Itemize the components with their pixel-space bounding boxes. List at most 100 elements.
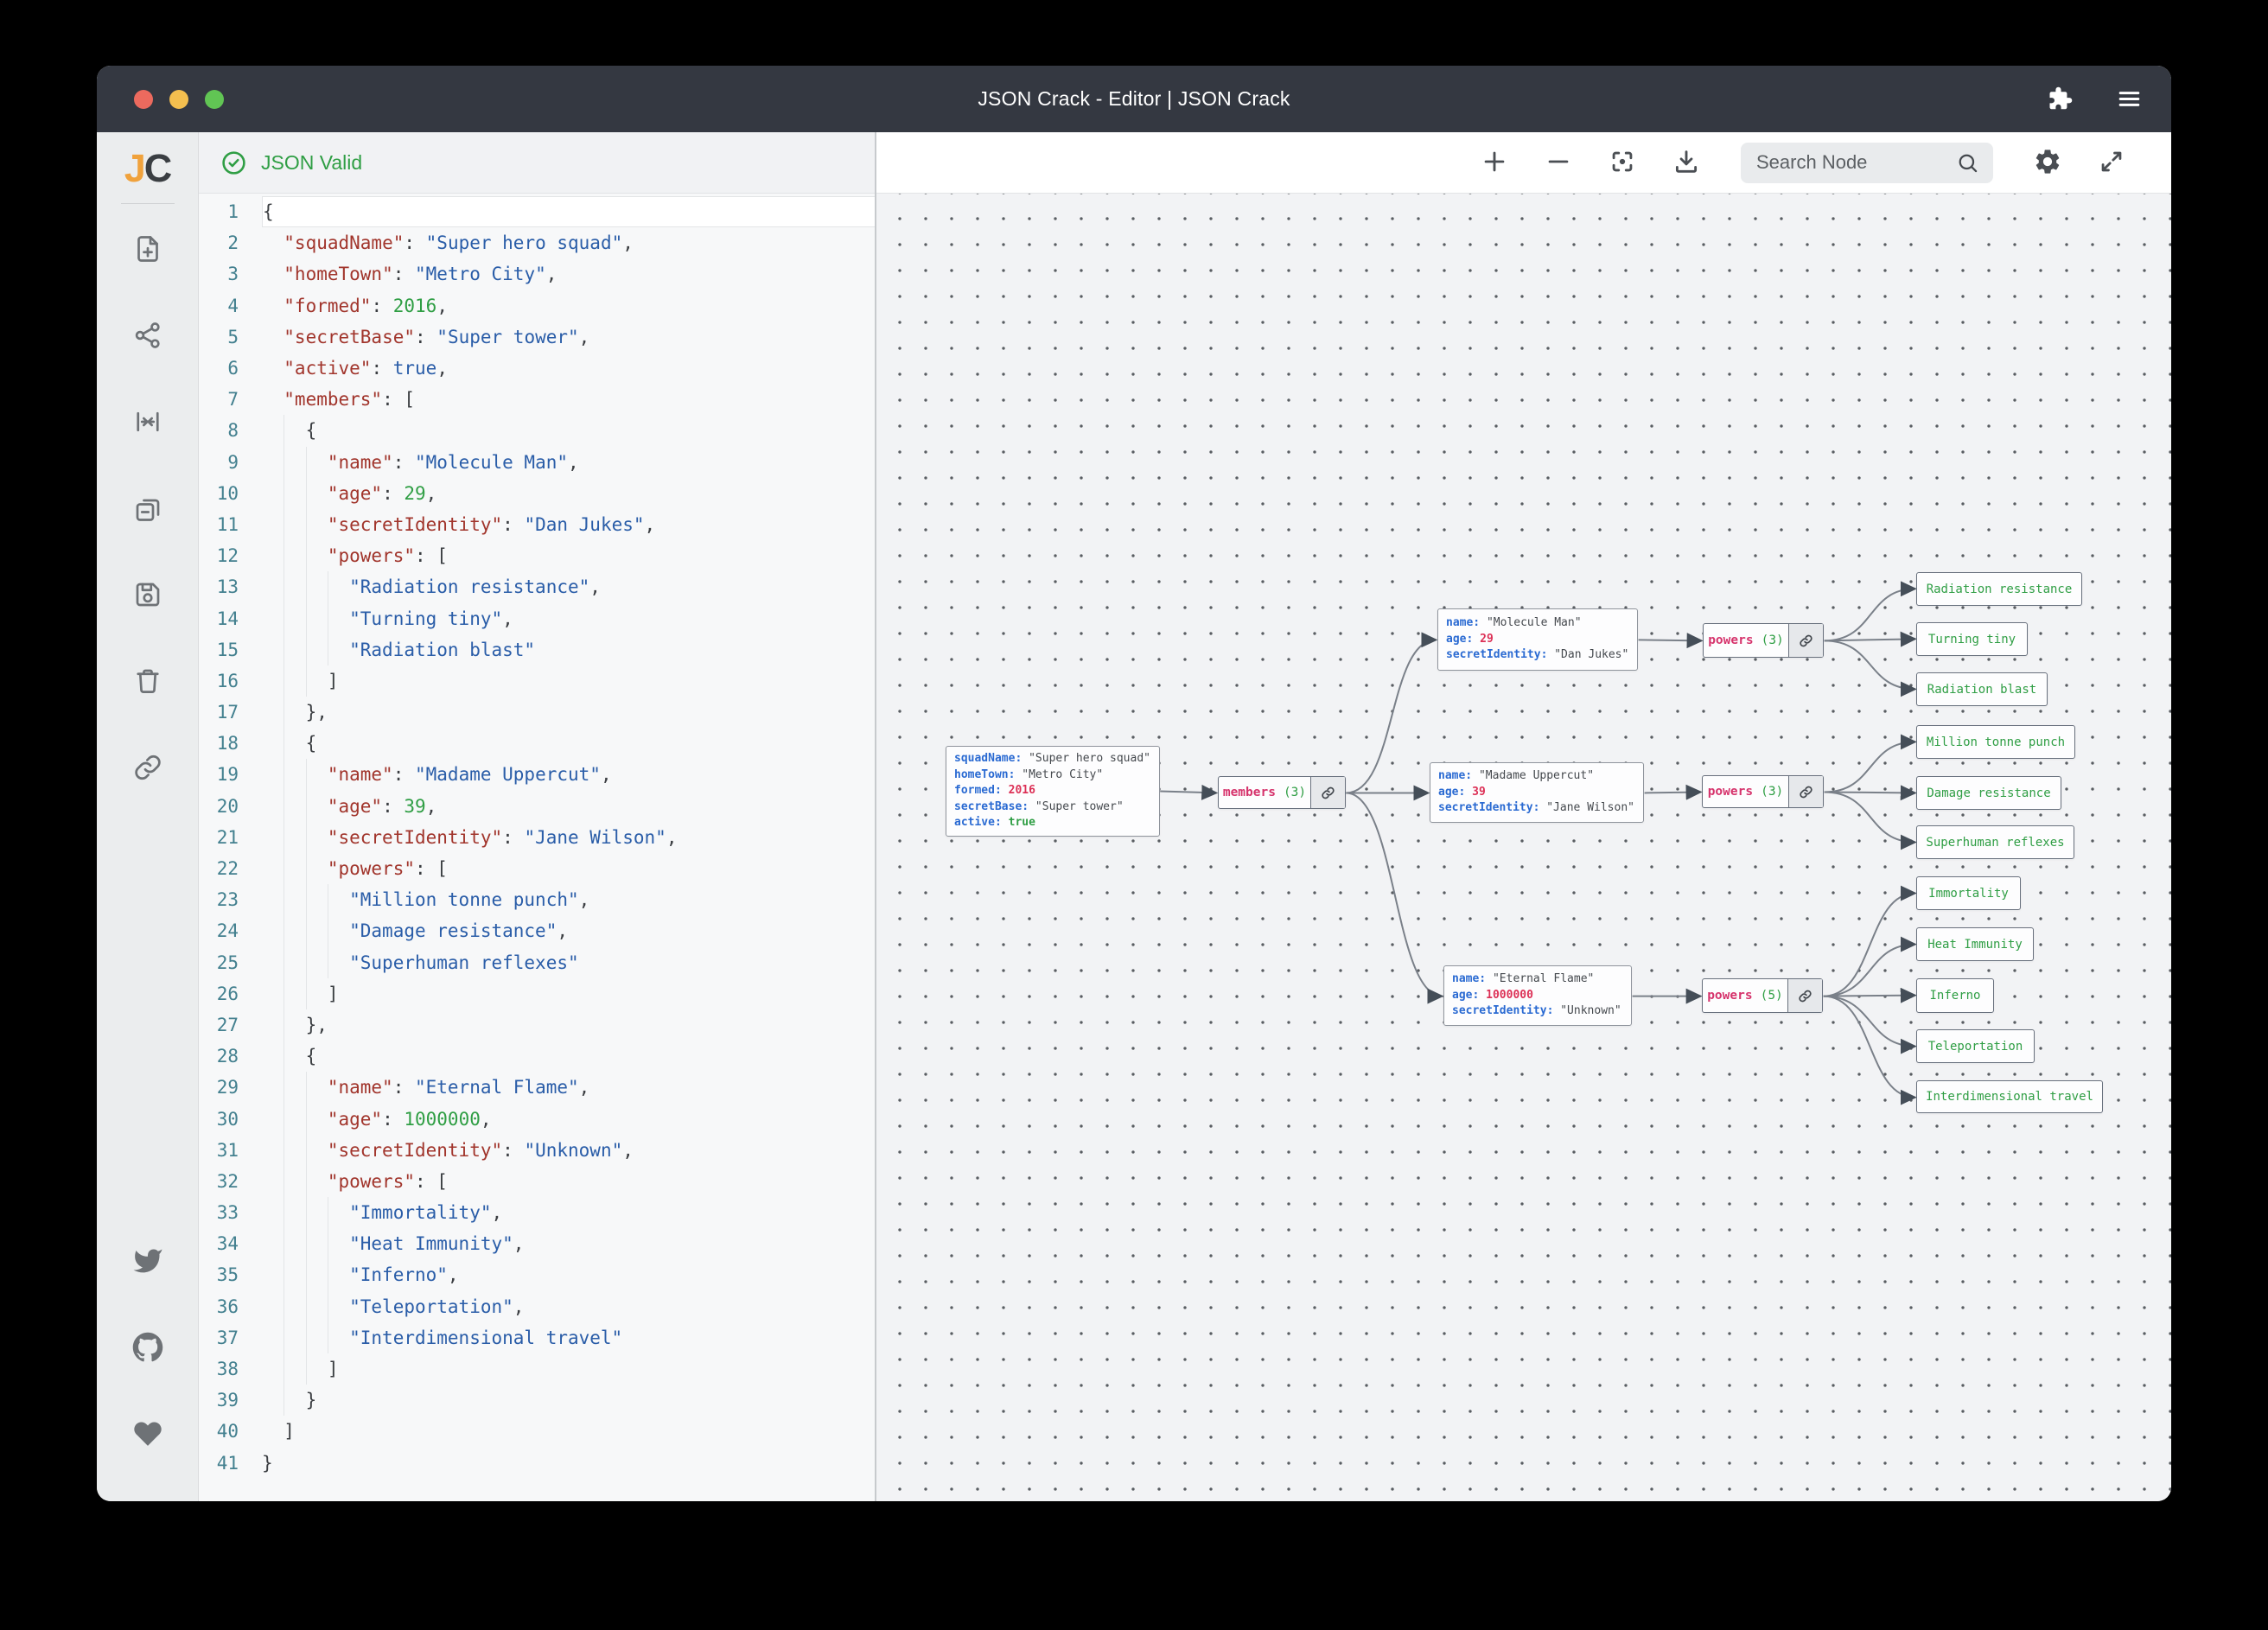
search-input[interactable] bbox=[1756, 151, 1947, 174]
editor-line[interactable]: 9"name": "Molecule Man", bbox=[199, 446, 875, 478]
json-editor[interactable]: 1{2"squadName": "Super hero squad",3"hom… bbox=[199, 194, 875, 1501]
editor-line[interactable]: 31"secretIdentity": "Unknown", bbox=[199, 1134, 875, 1166]
graph-node-m2-powers[interactable]: powers(3) bbox=[1702, 775, 1824, 808]
fold-nodes-button[interactable] bbox=[105, 379, 191, 465]
code-token: : bbox=[415, 326, 437, 347]
editor-line[interactable]: 12"powers": [ bbox=[199, 540, 875, 572]
save-button[interactable] bbox=[105, 551, 191, 638]
editor-line[interactable]: 18{ bbox=[199, 728, 875, 760]
code-token: , bbox=[513, 1296, 525, 1317]
duplicate-button[interactable] bbox=[105, 465, 191, 551]
node-link-icon[interactable] bbox=[1787, 979, 1822, 1012]
editor-line[interactable]: 33"Immortality", bbox=[199, 1197, 875, 1229]
graph-node-members[interactable]: members(3) bbox=[1218, 776, 1346, 809]
node-key: age: bbox=[1438, 785, 1466, 799]
editor-line[interactable]: 1{ bbox=[199, 196, 875, 228]
graph-node-leaf-3[interactable]: Radiation blast bbox=[1916, 672, 2048, 706]
editor-line[interactable]: 13"Radiation resistance", bbox=[199, 571, 875, 603]
graph-node-leaf-4[interactable]: Million tonne punch bbox=[1916, 725, 2075, 759]
editor-line[interactable]: 5"secretBase": "Super tower", bbox=[199, 322, 875, 353]
editor-line[interactable]: 24"Damage resistance", bbox=[199, 915, 875, 947]
editor-line[interactable]: 16] bbox=[199, 665, 875, 697]
editor-line[interactable]: 27}, bbox=[199, 1009, 875, 1041]
editor-line[interactable]: 29"name": "Eternal Flame", bbox=[199, 1072, 875, 1104]
graph-edge bbox=[1823, 885, 1917, 997]
editor-line[interactable]: 23"Million tonne punch", bbox=[199, 884, 875, 916]
twitter-button[interactable] bbox=[105, 1218, 191, 1304]
graph-node-m3-powers[interactable]: powers(5) bbox=[1702, 978, 1823, 1013]
editor-line[interactable]: 22"powers": [ bbox=[199, 852, 875, 885]
editor-line[interactable]: 8{ bbox=[199, 415, 875, 447]
graph-node-leaf-2[interactable]: Turning tiny bbox=[1916, 622, 2028, 656]
editor-line[interactable]: 4"formed": 2016, bbox=[199, 290, 875, 322]
editor-line[interactable]: 32"powers": [ bbox=[199, 1165, 875, 1197]
delete-button[interactable] bbox=[105, 638, 191, 724]
graph-node-leaf-1[interactable]: Radiation resistance bbox=[1916, 572, 2082, 606]
editor-line[interactable]: 39} bbox=[199, 1385, 875, 1417]
download-button[interactable] bbox=[1672, 147, 1701, 179]
editor-line[interactable]: 2"squadName": "Super hero squad", bbox=[199, 227, 875, 258]
editor-line[interactable]: 10"age": 29, bbox=[199, 477, 875, 509]
graph-view-button[interactable] bbox=[105, 292, 191, 379]
editor-line[interactable]: 11"secretIdentity": "Dan Jukes", bbox=[199, 508, 875, 541]
graph-node-m1-powers[interactable]: powers(3) bbox=[1703, 623, 1824, 658]
center-focus-button[interactable] bbox=[1608, 147, 1637, 179]
close-button[interactable] bbox=[134, 89, 153, 109]
fullscreen-button[interactable] bbox=[2097, 147, 2126, 179]
editor-line[interactable]: 35"Inferno", bbox=[199, 1259, 875, 1291]
node-link-icon[interactable] bbox=[1310, 777, 1345, 808]
editor-line[interactable]: 6"active": true, bbox=[199, 353, 875, 384]
editor-line[interactable]: 37"Interdimensional travel" bbox=[199, 1321, 875, 1353]
menu-icon[interactable] bbox=[2115, 85, 2144, 113]
graph-node-leaf-9[interactable]: Inferno bbox=[1916, 978, 1994, 1013]
editor-line[interactable]: 34"Heat Immunity", bbox=[199, 1228, 875, 1260]
settings-button[interactable] bbox=[2033, 147, 2062, 179]
zoom-out-button[interactable] bbox=[1544, 147, 1573, 179]
editor-line[interactable]: 21"secretIdentity": "Jane Wilson", bbox=[199, 821, 875, 853]
maximize-button[interactable] bbox=[205, 89, 224, 109]
graph-node-leaf-6[interactable]: Superhuman reflexes bbox=[1916, 825, 2074, 859]
search-icon bbox=[1956, 151, 1979, 175]
editor-line[interactable]: 17}, bbox=[199, 697, 875, 729]
editor-line[interactable]: 3"homeTown": "Metro City", bbox=[199, 258, 875, 290]
minimize-button[interactable] bbox=[169, 89, 188, 109]
editor-line[interactable]: 30"age": 1000000, bbox=[199, 1103, 875, 1135]
github-button[interactable] bbox=[105, 1304, 191, 1391]
code-token: : bbox=[502, 1139, 525, 1161]
graph-node-leaf-5[interactable]: Damage resistance bbox=[1916, 776, 2061, 810]
graph-node-leaf-10[interactable]: Teleportation bbox=[1916, 1029, 2035, 1063]
line-number: 16 bbox=[216, 670, 239, 691]
graph-edge bbox=[1824, 581, 1917, 642]
line-code: { bbox=[262, 1041, 875, 1073]
editor-line[interactable]: 28{ bbox=[199, 1041, 875, 1073]
graph-node-leaf-11[interactable]: Interdimensional travel bbox=[1916, 1080, 2103, 1113]
editor-line[interactable]: 25"Superhuman reflexes" bbox=[199, 946, 875, 978]
app-logo[interactable]: JC bbox=[124, 146, 172, 190]
graph-node-root[interactable]: squadName: "Super hero squad"homeTown: "… bbox=[946, 746, 1160, 837]
share-link-button[interactable] bbox=[105, 724, 191, 811]
editor-line[interactable]: 20"age": 39, bbox=[199, 790, 875, 822]
editor-line[interactable]: 19"name": "Madame Uppercut", bbox=[199, 759, 875, 791]
graph-node-leaf-7[interactable]: Immortality bbox=[1916, 876, 2021, 910]
editor-line[interactable]: 7"members": [ bbox=[199, 384, 875, 415]
editor-line[interactable]: 40] bbox=[199, 1416, 875, 1447]
editor-line[interactable]: 14"Turning tiny", bbox=[199, 602, 875, 634]
node-link-icon[interactable] bbox=[1788, 624, 1823, 657]
editor-line[interactable]: 36"Teleportation", bbox=[199, 1290, 875, 1322]
node-link-icon[interactable] bbox=[1788, 776, 1823, 807]
zoom-in-button[interactable] bbox=[1480, 147, 1509, 179]
sponsor-button[interactable] bbox=[105, 1391, 191, 1477]
graph-canvas[interactable]: squadName: "Super hero squad"homeTown: "… bbox=[876, 194, 2171, 1501]
new-file-button[interactable] bbox=[105, 206, 191, 292]
editor-line[interactable]: 26] bbox=[199, 977, 875, 1009]
graph-node-leaf-8[interactable]: Heat Immunity bbox=[1916, 927, 2034, 961]
extension-icon[interactable] bbox=[2045, 85, 2074, 113]
code-token: 2016 bbox=[392, 295, 437, 316]
save-icon bbox=[132, 579, 163, 610]
editor-line[interactable]: 38] bbox=[199, 1353, 875, 1385]
editor-line[interactable]: 41} bbox=[199, 1448, 875, 1479]
editor-line[interactable]: 15"Radiation blast" bbox=[199, 634, 875, 665]
